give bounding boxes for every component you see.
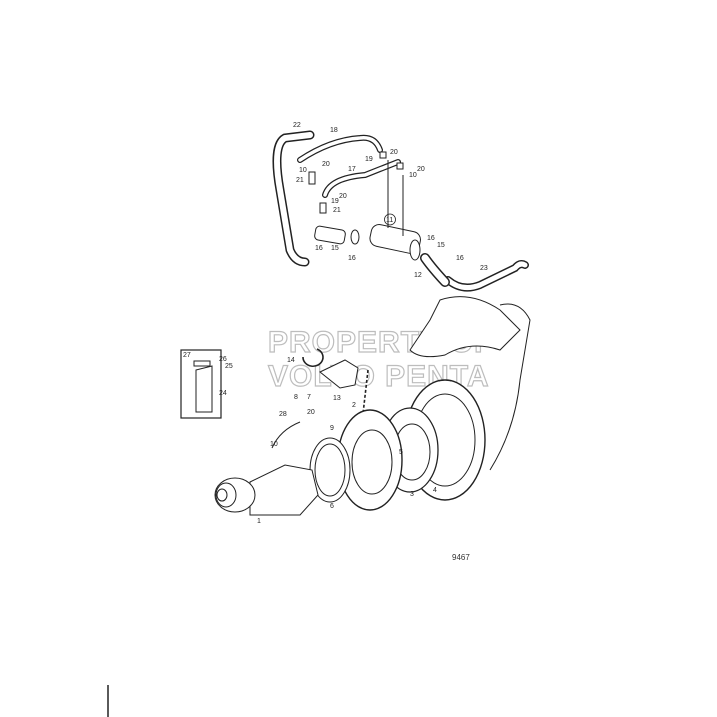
callout-3: 3 xyxy=(410,491,414,498)
engine-outline xyxy=(409,296,531,471)
callout-16: 16 xyxy=(348,255,356,262)
callout-20: 20 xyxy=(417,166,425,173)
callout-20: 20 xyxy=(339,193,347,200)
callout-21: 21 xyxy=(333,207,341,214)
callout-11: 11 xyxy=(386,217,393,224)
callout-12: 12 xyxy=(414,272,422,279)
callout-15: 15 xyxy=(437,242,445,249)
callout-16: 16 xyxy=(427,235,435,242)
callout-16: 16 xyxy=(456,255,464,262)
callout-10: 10 xyxy=(299,167,307,174)
hose-assembly xyxy=(272,130,529,292)
callout-27: 27 xyxy=(183,352,191,359)
callout-10: 10 xyxy=(270,441,278,448)
callout-26: 26 xyxy=(219,356,227,363)
callout-24: 24 xyxy=(219,390,227,397)
callout-28: 28 xyxy=(279,411,287,418)
callout-6: 6 xyxy=(330,503,334,510)
callout-21: 21 xyxy=(296,177,304,184)
callout-15: 15 xyxy=(331,245,339,252)
callout-4: 4 xyxy=(433,487,437,494)
callout-19: 19 xyxy=(331,198,339,205)
callout-17: 17 xyxy=(348,166,356,173)
inset-box xyxy=(180,349,222,419)
flywheel-housing-parts xyxy=(214,348,486,516)
callout-19: 19 xyxy=(365,156,373,163)
callout-10: 10 xyxy=(409,172,417,179)
callout-16: 16 xyxy=(315,245,323,252)
callout-2: 2 xyxy=(352,402,356,409)
callout-7: 7 xyxy=(307,394,311,401)
callout-13: 13 xyxy=(333,395,341,402)
cooler-and-fittings xyxy=(308,151,421,261)
callout-9: 9 xyxy=(330,425,334,432)
callout-20: 20 xyxy=(322,161,330,168)
callout-25: 25 xyxy=(225,363,233,370)
callout-23: 23 xyxy=(480,265,488,272)
figure-number: 9467 xyxy=(452,553,470,562)
callout-5: 5 xyxy=(399,449,403,456)
callout-20: 20 xyxy=(307,409,315,416)
callout-20: 20 xyxy=(390,149,398,156)
callout-14: 14 xyxy=(287,357,295,364)
callout-circle xyxy=(384,213,396,226)
callout-22: 22 xyxy=(293,122,301,129)
callout-8: 8 xyxy=(294,394,298,401)
callout-18: 18 xyxy=(330,127,338,134)
callout-1: 1 xyxy=(257,518,261,525)
